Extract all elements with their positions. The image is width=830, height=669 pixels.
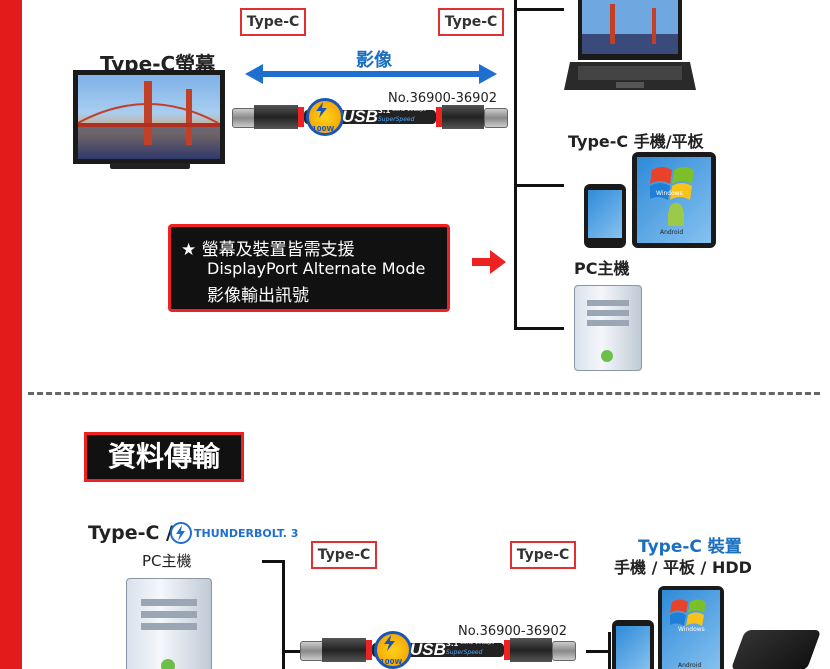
section-divider [28, 392, 820, 395]
phone-icon [584, 184, 626, 248]
usb-speed: SuperSpeed [446, 649, 483, 656]
usb-gen: Gen2 10Gbps [460, 640, 495, 646]
usb-c-cable-upper: 100W USB 3.1 Gen2 10Gbps SuperSpeed [232, 98, 508, 138]
plug-boot-left [322, 638, 366, 662]
power-rating: 100W [311, 125, 335, 133]
pc-tower-icon-lower [126, 578, 212, 669]
pc-bracket-vertical [282, 560, 285, 669]
windows-brand-text: Windows [678, 626, 705, 633]
device-bracket-to-cable [586, 650, 610, 653]
laptop-icon [564, 0, 696, 90]
type-c-tag-right-lower: Type-C [510, 541, 576, 569]
usb-c-cable-lower: 100W USB 3.1 Gen2 10Gbps SuperSpeed [300, 631, 576, 669]
usb-c-plug-left [232, 108, 256, 128]
power-bolt-badge-icon [374, 631, 412, 669]
plug-boot-left [254, 105, 298, 129]
usb-c-plug-left [300, 641, 324, 661]
bridge-image-icon [78, 81, 220, 159]
device-label-line-2: 手機 / 平板 / HDD [614, 558, 752, 577]
red-ring-left [298, 107, 304, 127]
usb-logo-text: USB [342, 107, 378, 126]
dp-alt-mode-notice: ★ 螢幕及裝置皆需支援 DisplayPort Alternate Mode 影… [168, 224, 450, 312]
usb-logo-text: USB [410, 640, 446, 659]
connector-bracket-vertical [514, 0, 517, 330]
device-bracket-vertical [608, 632, 611, 669]
mobile-tablet-label: Type-C 手機/平板 [568, 132, 704, 151]
data-transfer-title: 資料傳輸 [84, 432, 244, 482]
pc-bracket-to-cable [282, 650, 302, 653]
windows-logo-icon [650, 167, 694, 200]
cable-model-number-upper: No.36900-36902 [388, 91, 497, 106]
red-arrow-icon [472, 250, 506, 274]
android-robot-icon [668, 203, 684, 226]
notice-line-1: ★ 螢幕及裝置皆需支援 [181, 240, 355, 260]
thunderbolt-icon [170, 522, 192, 544]
lightning-icon [384, 635, 395, 651]
drive-bay-1 [587, 300, 629, 306]
drive-bay-3 [141, 623, 197, 630]
connector-to-laptop [514, 8, 564, 11]
left-accent-bar [0, 0, 22, 669]
usb-gen: Gen2 10Gbps [392, 107, 427, 113]
android-os-text: Android [660, 229, 684, 236]
thunderbolt-label: THUNDERBOLT. 3 [194, 527, 299, 540]
notice-line-2: DisplayPort Alternate Mode [207, 259, 426, 278]
phone-screen [616, 626, 650, 669]
usb-c-plug-right [552, 641, 576, 661]
phone-screen [588, 190, 622, 238]
red-ring-right [504, 640, 510, 660]
type-c-tag-right: Type-C [438, 8, 504, 36]
power-button-icon [601, 350, 613, 362]
windows-logo-icon [670, 599, 706, 626]
monitor-stand [110, 163, 190, 169]
usb-speed: SuperSpeed [378, 116, 415, 123]
notice-line-3: 影像輸出訊號 [207, 286, 309, 306]
tablet-icon: Windows Android [632, 152, 716, 248]
connector-to-pc [514, 327, 564, 330]
external-hdd-icon [730, 630, 822, 669]
drive-bay-2 [587, 310, 629, 316]
power-button-icon [161, 659, 175, 669]
pc-host-label-lower: PC主機 [142, 552, 192, 570]
video-double-arrow-icon [245, 64, 497, 84]
lightning-icon [316, 102, 327, 118]
device-label-line-1: Type-C 裝置 [638, 537, 742, 557]
red-ring-right [436, 107, 442, 127]
pc-host-label-upper: PC主機 [574, 259, 630, 278]
video-label: 影像 [356, 50, 392, 71]
drive-bay-1 [141, 599, 197, 606]
power-rating: 100W [379, 658, 403, 666]
android-os-text: Android [678, 662, 702, 669]
tablet-icon-lower: Windows Android [658, 586, 724, 669]
drive-bay-3 [587, 320, 629, 326]
cable-model-number-lower: No.36900-36902 [458, 624, 567, 639]
usb-version: 3.1 [446, 640, 459, 648]
type-c-tag-left: Type-C [240, 8, 306, 36]
source-label: Type-C / [88, 522, 173, 544]
usb-version: 3.1 [378, 107, 391, 115]
type-c-tag-left-lower: Type-C [311, 541, 377, 569]
pc-tower-icon [574, 285, 642, 371]
drive-bay-2 [141, 611, 197, 618]
plug-boot-right [510, 638, 552, 662]
plug-boot-right [442, 105, 484, 129]
windows-brand-text: Windows [656, 190, 683, 197]
power-bolt-badge-icon [306, 98, 344, 136]
usb-c-plug-right [484, 108, 508, 128]
phone-icon-lower [612, 620, 654, 669]
red-ring-left [366, 640, 372, 660]
connector-to-mobile [514, 184, 564, 187]
pc-bracket-top [262, 560, 284, 563]
